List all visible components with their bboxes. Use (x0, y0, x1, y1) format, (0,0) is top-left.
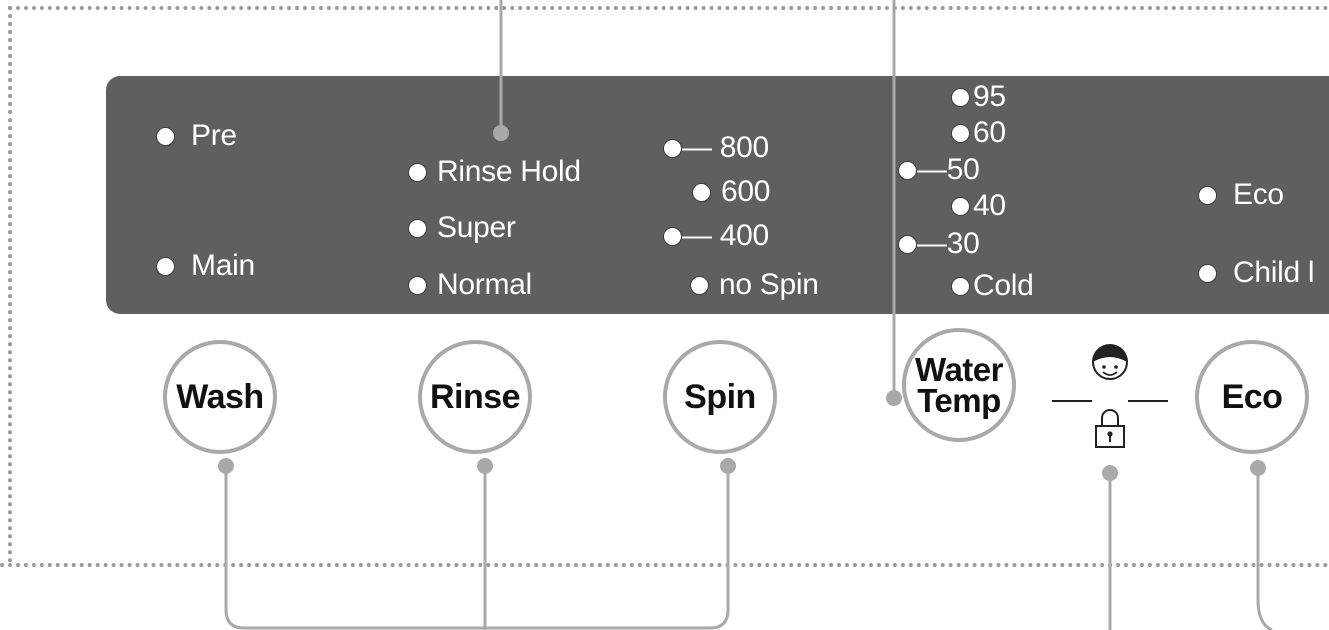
indicator-label: Child l (1233, 256, 1315, 289)
indicator-light (408, 218, 427, 238)
indicator-temp-95: 95 (951, 82, 1006, 112)
water-temp-button[interactable]: Water Temp (902, 328, 1016, 442)
frame-top-border (8, 6, 1329, 10)
rinse-button-label: Rinse (429, 378, 521, 416)
indicator-super: Super (408, 213, 516, 243)
child-lock-symbol (1052, 344, 1168, 448)
indicator-label: 60 (973, 116, 1006, 149)
indicator-eco: Eco (1198, 180, 1284, 210)
indicator-child-lock: Child l (1198, 256, 1315, 289)
indicator-temp-50: —50 (898, 153, 980, 186)
indicator-pre: Pre (156, 121, 237, 151)
indicator-label: Normal (437, 268, 532, 301)
indicator-spin-600: 600 (692, 177, 770, 207)
indicator-light (898, 160, 917, 180)
child-face-icon (1092, 344, 1128, 380)
indicator-label: 95 (973, 80, 1006, 113)
child-lock-dot (1102, 465, 1118, 481)
eco-dot (1250, 460, 1266, 476)
indicator-label: — 400 (682, 219, 769, 252)
rinse-button[interactable]: Rinse (418, 340, 532, 454)
indicator-panel (106, 76, 1329, 314)
indicator-spin-400: — 400 (663, 221, 769, 251)
indicator-rinse-hold: Rinse Hold (408, 157, 581, 187)
indicator-label: — 800 (682, 131, 769, 164)
wash-dot (218, 458, 234, 474)
indicator-label: 40 (973, 189, 1006, 222)
water-temp-button-line1: Water (915, 350, 1003, 388)
water-temp-dot (886, 390, 902, 406)
indicator-light (663, 138, 682, 158)
indicator-label: Cold (973, 269, 1034, 302)
indicator-light (951, 196, 970, 216)
indicator-light (690, 275, 709, 295)
spin-button-label: Spin (684, 378, 756, 416)
indicator-label: Pre (191, 119, 237, 152)
indicator-light (898, 234, 917, 254)
indicator-light (951, 123, 970, 143)
indicator-label: —30 (917, 227, 980, 260)
water-temp-button-line2: Temp (917, 382, 1001, 419)
indicator-temp-60: 60 (951, 118, 1006, 148)
indicator-label: —50 (917, 153, 980, 186)
padlock-icon (1095, 409, 1125, 448)
wash-spin-bracket (224, 466, 730, 630)
wash-button-label: Wash (176, 378, 264, 416)
rinse-dot (477, 458, 493, 474)
indicator-light (408, 162, 427, 182)
indicator-temp-30: —30 (898, 227, 980, 260)
indicator-no-spin: no Spin (690, 270, 819, 300)
eco-button[interactable]: Eco (1195, 340, 1309, 454)
indicator-label: Main (191, 249, 255, 282)
indicator-light (951, 276, 970, 296)
wash-button[interactable]: Wash (163, 340, 277, 454)
indicator-light (156, 126, 175, 146)
spin-button[interactable]: Spin (663, 340, 777, 454)
indicator-label: Rinse Hold (437, 155, 581, 188)
indicator-light (951, 87, 970, 107)
frame-left-border (8, 6, 12, 563)
indicator-temp-cold: Cold (951, 271, 1034, 301)
indicator-light (1198, 185, 1217, 205)
indicator-main: Main (156, 251, 255, 281)
indicator-label: Super (437, 211, 516, 244)
indicator-normal: Normal (408, 270, 532, 300)
indicator-temp-40: 40 (951, 191, 1006, 221)
indicator-light (692, 182, 711, 202)
indicator-label: no Spin (719, 268, 819, 301)
indicator-label: Eco (1233, 178, 1284, 211)
indicator-light (1198, 263, 1217, 283)
indicator-label: 600 (721, 175, 771, 208)
indicator-light (663, 226, 682, 246)
indicator-light (408, 275, 427, 295)
frame-bottom-border (0, 563, 1329, 567)
spin-dot (720, 458, 736, 474)
eco-leader (1256, 468, 1273, 630)
indicator-light (156, 256, 175, 276)
indicator-spin-800: — 800 (663, 133, 769, 163)
eco-button-label: Eco (1221, 378, 1283, 416)
